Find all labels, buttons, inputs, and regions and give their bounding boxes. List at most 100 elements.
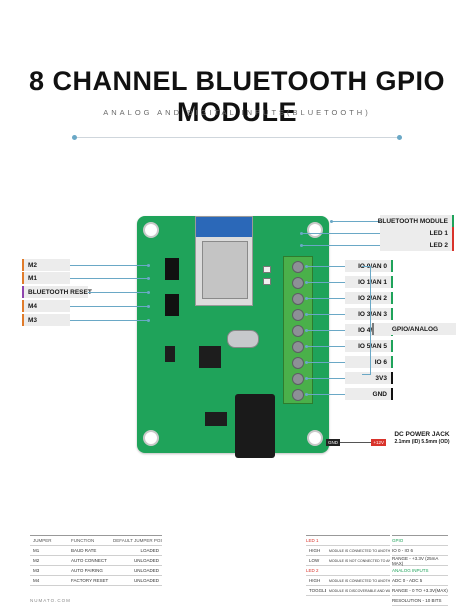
table-row: TOGGLE MODULE IS DISCOVERABLE AND WAITIN…: [306, 586, 390, 596]
leader-line: [300, 232, 380, 235]
antenna: [196, 217, 252, 237]
info-line: RANGE - 0 TO +3.3V(MAX): [392, 586, 448, 596]
screw: [292, 357, 304, 369]
info-line: RESOLUTION - 10 BITS: [392, 596, 448, 606]
leader-line: [300, 244, 380, 247]
info-line: RANGE - +3.3V (25mA MAX): [392, 556, 448, 566]
screw: [292, 325, 304, 337]
label-io: IO 6: [345, 356, 391, 368]
leader-line: [305, 361, 345, 364]
label-bluetooth-module: BLUETOOTH MODULE: [378, 215, 452, 227]
led2-title: LED 2: [306, 566, 390, 576]
label-left: BLUETOOTH RESET: [24, 286, 92, 298]
label-bar: [391, 340, 393, 352]
voltage-regulator: [205, 412, 227, 426]
label-gpio-analog: GPIO/ANALOG: [372, 323, 456, 335]
led-2: [263, 278, 271, 285]
leader-line: [305, 313, 345, 316]
label-io: 3V3: [345, 372, 391, 384]
led1-title: LED 1: [306, 536, 390, 546]
label-dc-power-jack: DC POWER JACK 2.1mm (ID) 5.5mm (OD): [388, 431, 456, 445]
plus-12v-tag: +12V: [371, 439, 386, 446]
regulator-chip: [165, 346, 175, 362]
led-table: LED 1 HIGH MODULE IS CONNECTED TO ANOTHE…: [306, 535, 390, 596]
label-bar: [452, 239, 454, 251]
footer-brand: NUMATO.COM: [30, 598, 71, 603]
table-row: M3 AUTO PAIRING UNLOADED: [30, 566, 162, 576]
io-info-table: GPIO IO 0 - IO 6 RANGE - +3.3V (25mA MAX…: [392, 535, 448, 606]
label-led-1: LED 1: [380, 227, 452, 239]
gpio-title: GPIO: [392, 536, 448, 546]
microcontroller-chip: [199, 346, 221, 368]
table-header: JUMPER FUNCTION DEFAULT JUMPER POSITION: [30, 536, 162, 546]
leader-line: [305, 265, 345, 268]
label-left: M3: [24, 314, 70, 326]
label-left: M2: [24, 259, 70, 271]
screw: [292, 389, 304, 401]
gpio-bracket: [362, 266, 371, 375]
mount-hole: [143, 430, 159, 446]
dc-jack[interactable]: [235, 394, 275, 458]
label-bar: [22, 272, 24, 284]
screw: [292, 261, 304, 273]
label-io: IO 2/AN 2: [345, 292, 391, 304]
table-row: HIGH MODULE IS CONNECTED TO ANOTHER DEVI…: [306, 576, 390, 586]
label-bar: [391, 356, 393, 368]
leader-line: [70, 319, 150, 322]
label-bar: [452, 215, 454, 227]
label-bar: [391, 372, 393, 384]
label-io: IO 1/AN 1: [345, 276, 391, 288]
table-row: M2 AUTO CONNECT UNLOADED: [30, 556, 162, 566]
info-line: ADC 0 - ADC 5: [392, 576, 448, 586]
label-bar: [452, 227, 454, 239]
label-bar: [391, 292, 393, 304]
mount-hole: [307, 430, 323, 446]
screw: [292, 277, 304, 289]
screw: [292, 293, 304, 305]
module-shield: [202, 241, 248, 299]
label-bar: [391, 276, 393, 288]
divider-dot: [72, 135, 77, 140]
label-left: M4: [24, 300, 70, 312]
analog-title: ANALOG INPUTS: [392, 566, 448, 576]
screw: [292, 341, 304, 353]
label-bar: [391, 308, 393, 320]
leader-line: [305, 329, 345, 332]
label-io: IO 3/AN 3: [345, 308, 391, 320]
page-subtitle: ANALOG AND DIGITAL INPUTS(BLUETOOTH): [103, 108, 371, 117]
label-bar: [391, 260, 393, 272]
divider: [72, 135, 402, 140]
leader-line: [305, 281, 345, 284]
label-bar: [22, 314, 24, 326]
crystal: [227, 330, 259, 348]
screw: [292, 309, 304, 321]
table-row: M4 FACTORY RESET UNLOADED: [30, 576, 162, 586]
label-io: IO 5/AN 5: [345, 340, 391, 352]
label-left: M1: [24, 272, 70, 284]
led-1: [263, 266, 271, 273]
label-bar: [22, 300, 24, 312]
table-row: LOW MODULE IS NOT CONNECTED TO ANOTHER D…: [306, 556, 390, 566]
table-row: M1 BAUD RATE LOADED: [30, 546, 162, 556]
jumper-header[interactable]: [165, 294, 179, 316]
leader-line: [88, 291, 150, 294]
leader-line: [70, 305, 150, 308]
gnd-tag: GND: [326, 439, 340, 446]
table-row: HIGH MODULE IS CONNECTED TO ANOTHER DEVI…: [306, 546, 390, 556]
jumper-table: JUMPER FUNCTION DEFAULT JUMPER POSITION …: [30, 535, 162, 586]
jumper-header[interactable]: [165, 258, 179, 280]
label-led-2: LED 2: [380, 239, 452, 251]
bluetooth-module: [195, 216, 253, 306]
leader-line: [305, 377, 345, 380]
leader-line: [305, 393, 345, 396]
leader-line: [70, 277, 150, 280]
leader-line: [305, 345, 345, 348]
page-title: 8 CHANNEL BLUETOOTH GPIO MODULE: [28, 66, 446, 127]
divider-dot: [397, 135, 402, 140]
mount-hole: [307, 222, 323, 238]
leader-line: [70, 264, 150, 267]
dc-sub: 2.1mm (ID) 5.5mm (OD): [394, 439, 450, 445]
dc-title: DC POWER JACK: [394, 431, 450, 438]
label-bar: [22, 259, 24, 271]
label-bar: [391, 388, 393, 400]
